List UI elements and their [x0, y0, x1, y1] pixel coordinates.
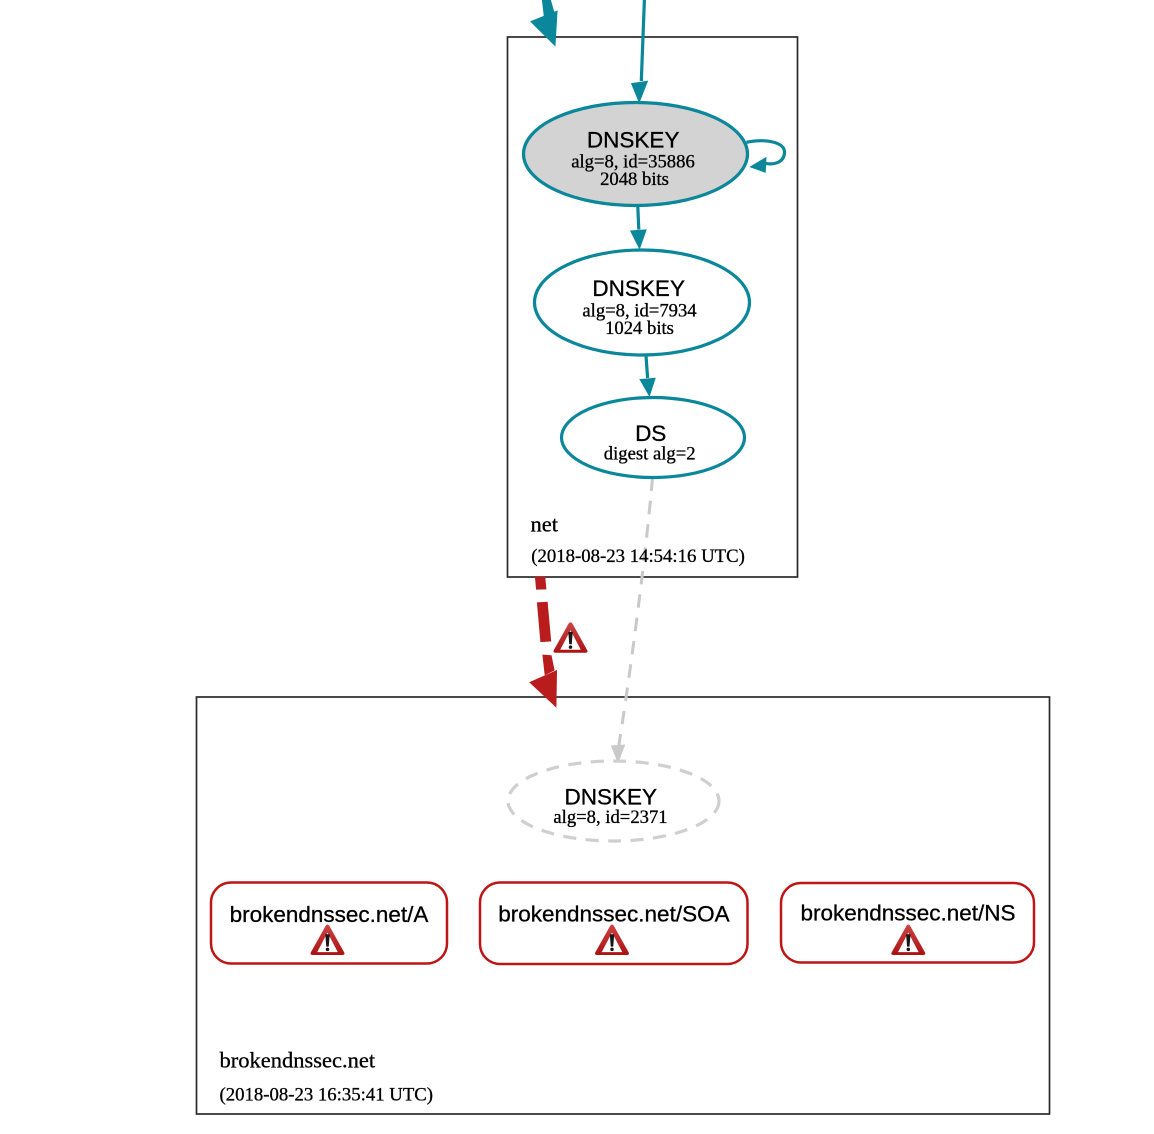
- svg-text:1024 bits: 1024 bits: [605, 318, 674, 339]
- svg-text:DS: DS: [635, 421, 666, 446]
- svg-text:net: net: [531, 512, 559, 537]
- svg-text:DNSKEY: DNSKEY: [592, 276, 685, 301]
- svg-text:2048 bits: 2048 bits: [600, 169, 669, 190]
- svg-text:alg=8, id=2371: alg=8, id=2371: [553, 807, 667, 828]
- svg-text:(2018-08-23 16:35:41 UTC): (2018-08-23 16:35:41 UTC): [220, 1084, 434, 1105]
- svg-text:(2018-08-23 14:54:16 UTC): (2018-08-23 14:54:16 UTC): [531, 546, 745, 567]
- svg-text:alg=8, id=7934: alg=8, id=7934: [582, 301, 697, 322]
- svg-text:digest alg=2: digest alg=2: [604, 444, 696, 465]
- svg-text:brokendnssec.net: brokendnssec.net: [220, 1048, 376, 1073]
- svg-text:brokendnssec.net/NS: brokendnssec.net/NS: [800, 901, 1015, 926]
- svg-text:brokendnssec.net/A: brokendnssec.net/A: [230, 902, 429, 927]
- svg-text:brokendnssec.net/SOA: brokendnssec.net/SOA: [498, 902, 729, 927]
- svg-text:DNSKEY: DNSKEY: [565, 784, 658, 809]
- svg-text:alg=8, id=35886: alg=8, id=35886: [571, 151, 695, 172]
- svg-text:DNSKEY: DNSKEY: [587, 128, 680, 153]
